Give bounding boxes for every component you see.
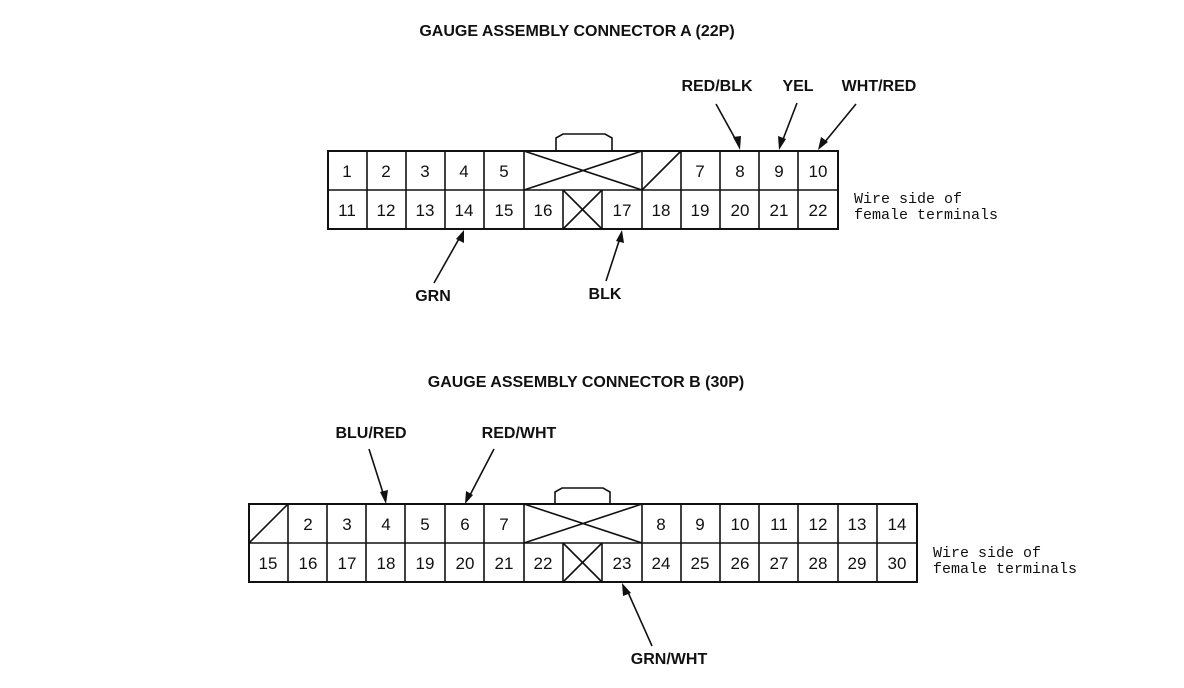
pin-a-17: 17 [613, 201, 632, 220]
arrow-blk [616, 230, 624, 243]
connector-b-title: GAUGE ASSEMBLY CONNECTOR B (30P) [428, 374, 745, 391]
pin-a-2: 2 [381, 162, 390, 181]
arrow-red-blk [733, 136, 741, 150]
pin-b-14: 14 [888, 515, 907, 534]
pin-b-30: 30 [888, 554, 907, 573]
pin-b-22: 22 [534, 554, 553, 573]
pin-b-25: 25 [691, 554, 710, 573]
pin-b-16: 16 [299, 554, 318, 573]
wire-label-blu-red: BLU/RED [335, 425, 406, 442]
pin-a-20: 20 [731, 201, 750, 220]
pin-a-3: 3 [420, 162, 429, 181]
pin-b-12: 12 [809, 515, 828, 534]
wire-label-blk: BLK [589, 286, 622, 303]
pin-b-18: 18 [377, 554, 396, 573]
arrow-wht-red [818, 137, 828, 150]
pin-b-24: 24 [652, 554, 671, 573]
pin-a-12: 12 [377, 201, 396, 220]
pin-b-23: 23 [613, 554, 632, 573]
connector-a-note-line1: Wire side of [854, 191, 962, 208]
wire-label-red-blk: RED/BLK [681, 78, 753, 95]
arrow-blu-red [380, 490, 388, 504]
pin-a-18: 18 [652, 201, 671, 220]
connector-b-unused-cavity [248, 503, 289, 544]
arrow-grn-wht [622, 583, 631, 596]
pin-a-14: 14 [455, 201, 474, 220]
connector-b-latch [554, 487, 611, 504]
pin-b-17: 17 [338, 554, 357, 573]
pin-a-7: 7 [695, 162, 704, 181]
leader-grn [433, 236, 461, 284]
pin-b-2: 2 [303, 515, 312, 534]
pin-a-13: 13 [416, 201, 435, 220]
pin-a-19: 19 [691, 201, 710, 220]
pin-a-10: 10 [809, 162, 828, 181]
leader-blk [605, 237, 621, 282]
pin-b-10: 10 [731, 515, 750, 534]
pin-b-4: 4 [381, 515, 390, 534]
pin-b-7: 7 [499, 515, 508, 534]
pin-a-15: 15 [495, 201, 514, 220]
pin-b-19: 19 [416, 554, 435, 573]
pin-b-5: 5 [420, 515, 429, 534]
connector-a: GAUGE ASSEMBLY CONNECTOR A (22P) [327, 23, 998, 305]
pin-b-3: 3 [342, 515, 351, 534]
connector-b-note-line1: Wire side of [933, 545, 1041, 562]
wire-label-red-wht: RED/WHT [482, 425, 557, 442]
leader-red-wht [468, 448, 495, 498]
pin-a-9: 9 [774, 162, 783, 181]
pin-b-6: 6 [460, 515, 469, 534]
connector-b-blank-small [562, 542, 603, 583]
pin-b-8: 8 [656, 515, 665, 534]
leader-yel [781, 102, 798, 143]
arrow-grn [456, 230, 464, 243]
connector-a-title: GAUGE ASSEMBLY CONNECTOR A (22P) [419, 23, 734, 40]
pin-a-21: 21 [770, 201, 789, 220]
pin-b-29: 29 [848, 554, 867, 573]
connector-a-note-line2: female terminals [854, 207, 998, 224]
leader-blu-red [368, 448, 385, 497]
pin-b-11: 11 [770, 515, 788, 534]
pin-b-13: 13 [848, 515, 867, 534]
connector-a-latch [555, 133, 613, 151]
connector-b: GAUGE ASSEMBLY CONNECTOR B (30P) [248, 374, 1077, 668]
arrow-yel [778, 136, 786, 150]
pin-b-21: 21 [495, 554, 514, 573]
pin-b-26: 26 [731, 554, 750, 573]
pin-a-4: 4 [459, 162, 468, 181]
pin-b-15: 15 [259, 554, 278, 573]
connector-a-blank-small [562, 189, 603, 230]
pin-b-9: 9 [695, 515, 704, 534]
pin-b-20: 20 [456, 554, 475, 573]
pin-b-27: 27 [770, 554, 789, 573]
connector-a-blank-wide [523, 150, 643, 191]
leader-red-blk [715, 103, 738, 143]
pin-a-11: 11 [338, 201, 356, 220]
wire-label-grn: GRN [415, 288, 451, 305]
wire-label-yel: YEL [782, 78, 813, 95]
connector-b-note-line2: female terminals [933, 561, 1077, 578]
pin-b-28: 28 [809, 554, 828, 573]
connector-a-unused-cavity [641, 150, 682, 191]
wire-label-grn-wht: GRN/WHT [631, 651, 708, 668]
pin-a-5: 5 [499, 162, 508, 181]
pin-a-22: 22 [809, 201, 828, 220]
pin-a-16: 16 [534, 201, 553, 220]
leader-grn-wht [626, 589, 653, 647]
pin-a-1: 1 [342, 162, 351, 181]
connector-b-blank-wide [523, 503, 643, 544]
pin-a-8: 8 [735, 162, 744, 181]
leader-wht-red [823, 103, 857, 144]
wire-label-wht-red: WHT/RED [842, 78, 917, 95]
arrow-red-wht [465, 491, 473, 504]
